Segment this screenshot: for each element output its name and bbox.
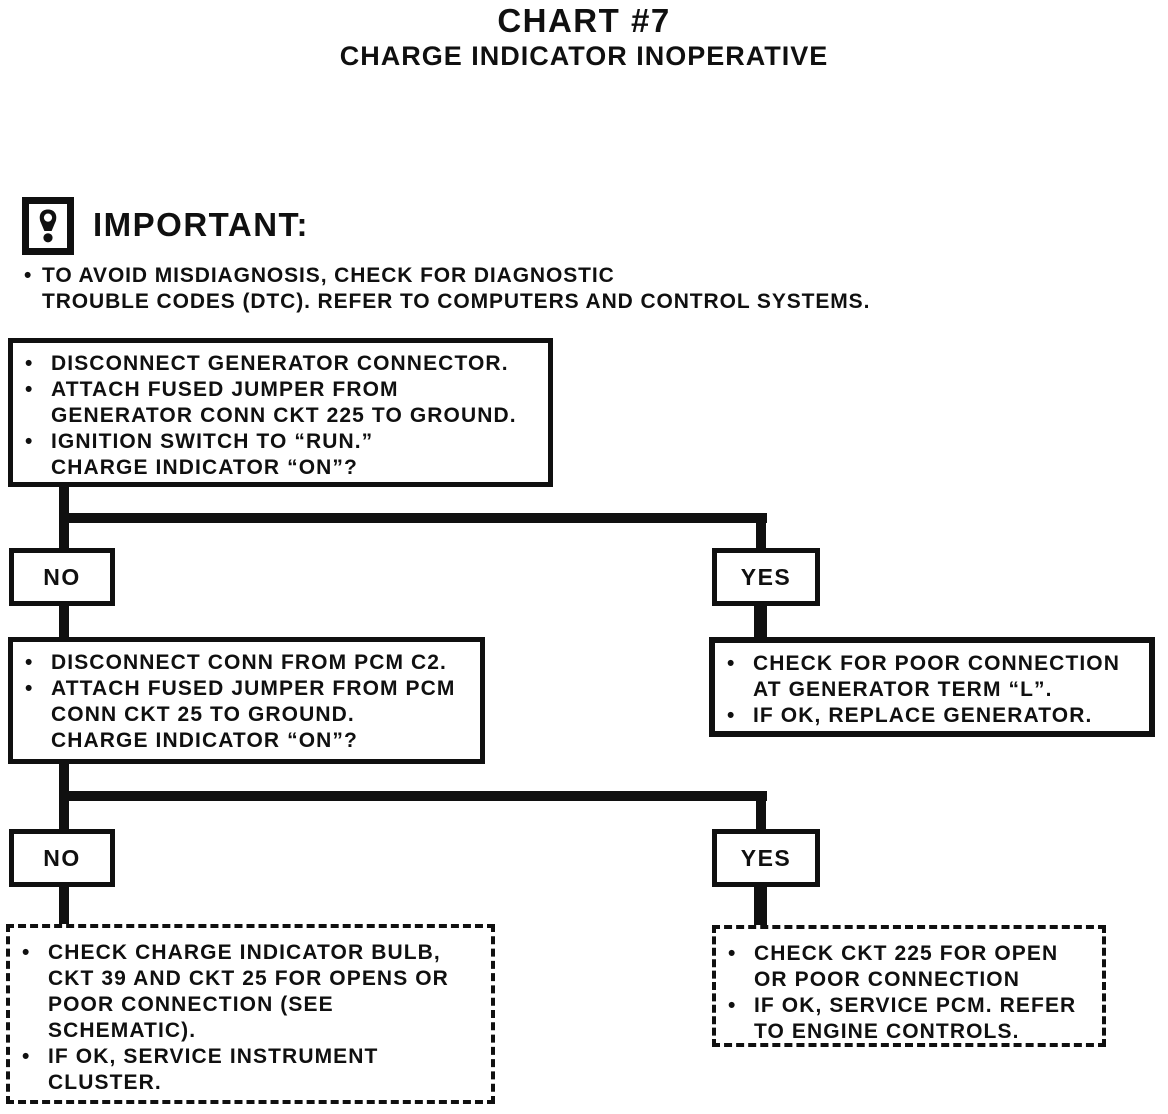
bullet-marker: • [25,677,34,700]
step2-box: • DISCONNECT CONN FROM PCM C2. • ATTACH … [8,637,485,764]
branch1-no-label: NO [43,563,81,590]
step1-bullet-2-text: ATTACH FUSED JUMPER FROM GENERATOR CONN … [51,378,517,427]
important-label: IMPORTANT: [93,206,310,243]
important-note: • TO AVOID MISDIAGNOSIS, CHECK FOR DIAGN… [24,263,984,315]
branch1-yes-label: YES [740,563,792,590]
step1-bullet-1-text: DISCONNECT GENERATOR CONNECTOR. [51,352,509,375]
no2-result-bullet-1-text: CHECK CHARGE INDICATOR BULB, CKT 39 AND … [48,941,449,1042]
bullet-marker: • [25,430,34,453]
branch1-no-box: NO [9,548,115,606]
step2-bullet-2-text: ATTACH FUSED JUMPER FROM PCM CONN CKT 25… [51,677,456,752]
no2-result-bullet-1: • CHECK CHARGE INDICATOR BULB, CKT 39 AN… [22,940,483,1044]
connector-yes1-down [754,606,767,639]
bullet-marker: • [728,994,737,1017]
important-note-text: TO AVOID MISDIAGNOSIS, CHECK FOR DIAGNOS… [42,264,871,313]
bullet-marker: • [25,378,34,401]
no2-result-box: • CHECK CHARGE INDICATOR BULB, CKT 39 AN… [6,924,495,1104]
bullet-marker: • [22,1045,31,1068]
step1-bullet-2: • ATTACH FUSED JUMPER FROM GENERATOR CON… [25,377,540,429]
step1-bullet-3-text: IGNITION SWITCH TO “RUN.” CHARGE INDICAT… [51,430,374,479]
branch1-yes-box: YES [712,548,820,606]
connector-yes2-down [754,887,767,926]
bullet-marker: • [25,352,34,375]
connector-no1-down [59,606,69,639]
branch2-no-box: NO [9,829,115,887]
step2-bullet-2: • ATTACH FUSED JUMPER FROM PCM CONN CKT … [25,676,472,754]
branch2-yes-label: YES [740,844,792,871]
yes1-result-bullet-2: • IF OK, REPLACE GENERATOR. [727,703,1141,729]
step2-bullet-1-text: DISCONNECT CONN FROM PCM C2. [51,651,447,674]
connector-no2-down [59,887,69,924]
bullet-marker: • [25,651,34,674]
step1-bullet-3: • IGNITION SWITCH TO “RUN.” CHARGE INDIC… [25,429,540,481]
step1-bullet-1: • DISCONNECT GENERATOR CONNECTOR. [25,351,540,377]
exclamation-icon [39,209,57,243]
yes2-result-bullet-1: • CHECK CKT 225 FOR OPEN OR POOR CONNECT… [728,941,1094,993]
yes1-result-bullet-1-text: CHECK FOR POOR CONNECTION AT GENERATOR T… [753,652,1121,701]
yes2-result-bullet-1-text: CHECK CKT 225 FOR OPEN OR POOR CONNECTIO… [754,942,1059,991]
bullet-marker: • [22,941,31,964]
connector-branch2-yes-down [756,791,766,829]
step2-bullet-1: • DISCONNECT CONN FROM PCM C2. [25,650,472,676]
page-title: CHART #7 [497,2,671,39]
connector-branch1-yes-down [756,513,766,549]
yes1-result-bullet-1: • CHECK FOR POOR CONNECTION AT GENERATOR… [727,651,1141,703]
step1-box: • DISCONNECT GENERATOR CONNECTOR. • ATTA… [8,338,553,487]
branch2-no-label: NO [43,844,81,871]
bullet-marker: • [24,264,33,287]
yes2-result-box: • CHECK CKT 225 FOR OPEN OR POOR CONNECT… [712,925,1106,1047]
connector-branch1-horizontal [59,513,767,523]
yes2-result-bullet-2-text: IF OK, SERVICE PCM. REFER TO ENGINE CONT… [754,994,1077,1043]
connector-branch2-horizontal [59,791,767,801]
yes1-result-box: • CHECK FOR POOR CONNECTION AT GENERATOR… [709,637,1155,737]
important-icon-box [22,197,74,255]
bullet-marker: • [728,942,737,965]
yes1-result-bullet-2-text: IF OK, REPLACE GENERATOR. [753,704,1093,727]
page-subtitle: CHARGE INDICATOR INOPERATIVE [339,41,829,71]
yes2-result-bullet-2: • IF OK, SERVICE PCM. REFER TO ENGINE CO… [728,993,1094,1045]
no2-result-bullet-2-text: IF OK, SERVICE INSTRUMENT CLUSTER. [48,1045,379,1094]
bullet-marker: • [727,652,736,675]
branch2-yes-box: YES [712,829,820,887]
no2-result-bullet-2: • IF OK, SERVICE INSTRUMENT CLUSTER. [22,1044,483,1096]
bullet-marker: • [727,704,736,727]
